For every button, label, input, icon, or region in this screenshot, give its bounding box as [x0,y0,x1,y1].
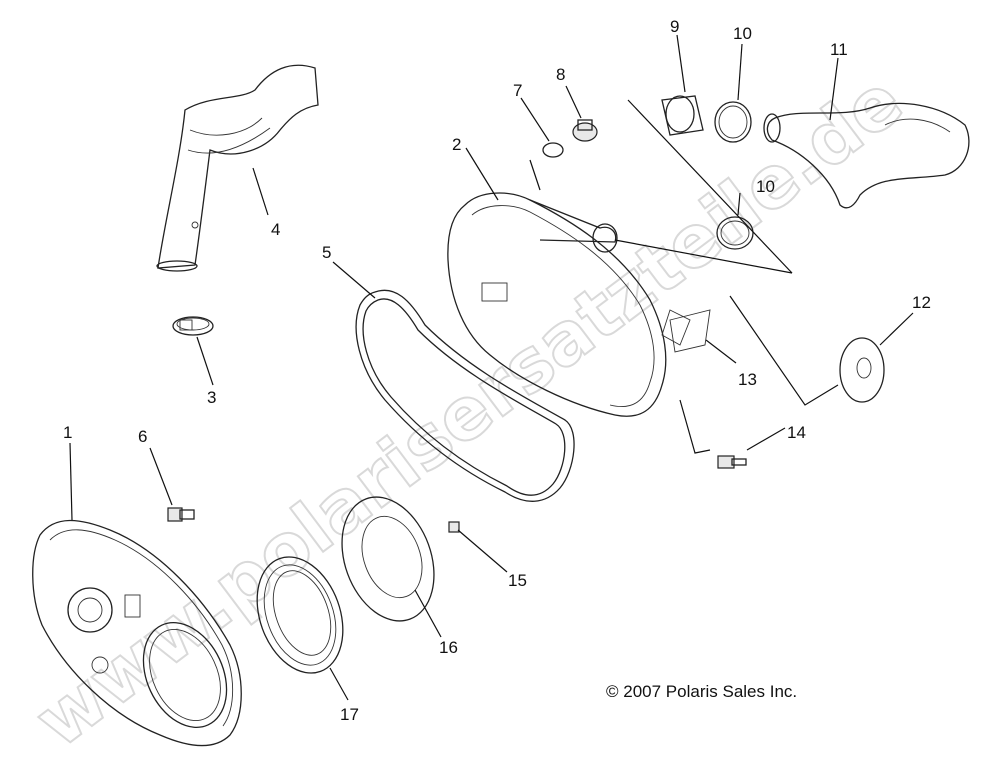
part-10-clamp-lower [716,216,754,250]
callout-16: 16 [439,638,458,657]
callout-3: 3 [207,388,216,407]
callout-17: 17 [340,705,359,724]
part-4-intake-duct [156,64,319,272]
part-16-plate [341,496,435,622]
callout-15: 15 [508,571,527,590]
callout-14: 14 [787,423,806,442]
part-14-screw [717,455,747,469]
callout-2: 2 [452,135,461,154]
copyright-text: © 2007 Polaris Sales Inc. [606,682,797,701]
callout-10-lower: 10 [756,177,775,196]
part-6-bolt [167,507,195,522]
part-2-inner-cover [447,192,691,417]
part-7-o-ring [542,142,564,158]
part-15-screw [448,521,460,533]
callout-9: 9 [670,17,679,36]
part-1-outer-cover [32,519,242,747]
part-8-plug [572,119,598,142]
part-13-label [669,309,711,353]
watermark: www.polarisersatzteile.de [20,58,918,764]
part-17-seal [256,556,344,674]
callout-8: 8 [556,65,565,84]
callout-7: 7 [513,81,522,100]
callout-6: 6 [138,427,147,446]
part-3-hose-clamp [172,316,214,336]
callout-13: 13 [738,370,757,389]
callout-1: 1 [63,423,72,442]
callout-4: 4 [271,220,280,239]
part-5-drive-belt [355,289,575,502]
leader-lines [69,34,914,701]
part-12-washer [839,337,885,403]
part-10-clamp-upper [714,101,752,143]
part-9-coupler [661,95,704,136]
callout-11: 11 [830,40,848,59]
part-11-outlet-duct [763,102,970,209]
callout-5: 5 [322,243,331,262]
callout-12: 12 [912,293,931,312]
callout-10-upper: 10 [733,24,752,43]
